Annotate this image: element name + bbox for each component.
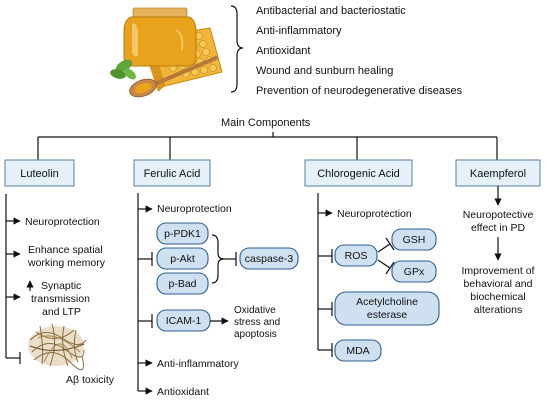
luteolin-item: working memory (27, 257, 106, 269)
honey-jar-image (123, 7, 197, 67)
benefit-item: Antioxidant (256, 45, 310, 57)
oxidative-stress-label: Oxidative (234, 305, 276, 316)
gpx-label: GPx (404, 266, 425, 278)
benefit-item: Antibacterial and bacteriostatic (256, 5, 406, 17)
chlorogenic-acid-box (304, 159, 413, 187)
ferulic-acid-box (133, 159, 211, 187)
chlorogenic-neuroprotection: Neuroprotection (337, 208, 412, 220)
caspase-3-pill (239, 247, 299, 270)
kaempferol-improvement: alterations (474, 304, 522, 316)
luteolin-item: Neuroprotection (25, 216, 100, 228)
ferulic-neuroprotection: Neuroprotection (157, 203, 232, 215)
mda-label: MDA (346, 345, 369, 357)
kaempferol-improvement: Improvement of (462, 265, 535, 277)
luteolin-item: and LTP (42, 306, 81, 318)
acetylcholinesterase-label: esterase (367, 309, 407, 321)
luteolin-box (4, 159, 75, 187)
main-components-label: Main Components (221, 117, 311, 129)
icam-1-label: ICAM-1 (166, 315, 202, 327)
chlorogenic-acid-title: Chlorogenic Acid (317, 168, 400, 180)
p-akt-label: p-Akt (170, 253, 195, 265)
oxidative-stress-label: apoptosis (234, 329, 277, 340)
protein-brace (211, 234, 225, 284)
p-pdk1-label: p-PDK1 (164, 228, 201, 240)
acetylcholinesterase-pill (334, 291, 440, 326)
inhibit-connector (377, 243, 391, 253)
ferulic-anti-inflammatory: Anti-inflammatory (157, 358, 239, 370)
gpx-pill (391, 260, 437, 283)
gsh-label: GSH (403, 234, 426, 246)
kaempferol-improvement: behavioral and (464, 278, 533, 290)
oxidative-stress-label: stress and (234, 317, 280, 328)
acetylcholinesterase-label: Acetylcholine (356, 296, 418, 308)
inhibit-connector (377, 259, 391, 269)
luteolin-item: Synaptic (41, 280, 81, 292)
gsh-pill (391, 228, 437, 251)
mint-leaves-image (110, 59, 136, 80)
honey-illustration (110, 7, 223, 98)
inhibit-bar (385, 237, 395, 251)
luteolin-item: transmission (31, 293, 90, 305)
kaempferol-improvement: biochemical (470, 291, 525, 303)
benefit-item: Anti-inflammatory (256, 25, 342, 37)
caspase-3-label: caspase-3 (245, 253, 294, 265)
kaempferol-effect: Neuropotective (463, 209, 534, 221)
amyloid-beta-fibrils-image (28, 323, 87, 371)
luteolin-item: Enhance spatial (28, 244, 103, 256)
p-akt-pill (156, 247, 209, 270)
p-pdk1-pill (156, 222, 209, 245)
benefit-item: Prevention of neurodegenerative diseases (256, 85, 463, 97)
benefits-brace (230, 5, 244, 93)
ros-pill (334, 244, 378, 267)
kaempferol-effect: effect in PD (471, 222, 526, 234)
benefit-item: Wound and sunburn healing (256, 65, 393, 77)
amyloid-beta-label: Aβ toxicity (66, 374, 115, 386)
ferulic-antioxidant: Antioxidant (157, 386, 209, 398)
p-bad-label: p-Bad (168, 278, 196, 290)
p-bad-pill (156, 272, 209, 295)
ferulic-acid-title: Ferulic Acid (144, 168, 201, 180)
ros-label: ROS (345, 250, 368, 262)
luteolin-title: Luteolin (20, 168, 59, 180)
inhibit-bar (385, 261, 395, 275)
wooden-spoon-image (129, 56, 218, 98)
kaempferol-title: Kaempferol (470, 168, 526, 180)
mda-pill (334, 339, 382, 362)
